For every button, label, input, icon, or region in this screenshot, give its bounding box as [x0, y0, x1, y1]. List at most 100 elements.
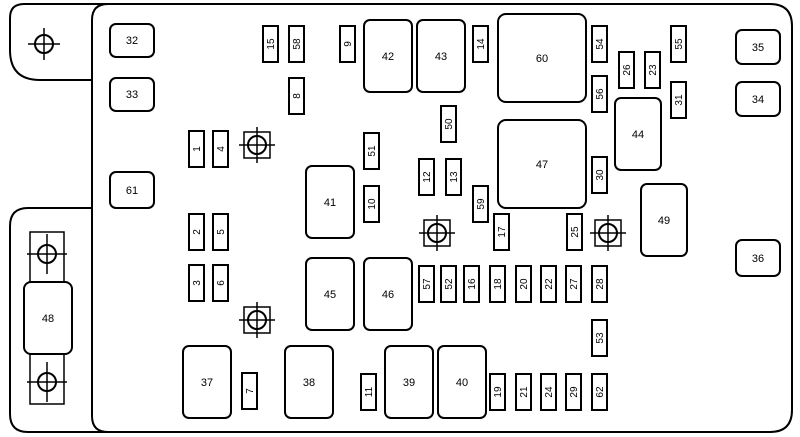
fuse-22-label: 22 — [544, 278, 555, 290]
fuse-23-label: 23 — [648, 64, 659, 76]
fuse-57: 57 — [418, 265, 435, 303]
fuse-14-label: 14 — [476, 38, 487, 50]
relay-47-label: 47 — [536, 159, 548, 171]
mounting-bolt — [28, 28, 60, 60]
fuse-59-label: 59 — [476, 198, 487, 210]
fuse-19: 19 — [489, 373, 506, 411]
relay-32-label: 32 — [126, 35, 138, 47]
fuse-15: 15 — [262, 25, 279, 63]
fuse-62-label: 62 — [595, 386, 606, 398]
relay-39-label: 39 — [403, 377, 415, 389]
fuse-4-label: 4 — [216, 146, 227, 152]
relay-43-label: 43 — [435, 51, 447, 63]
relay-61-label: 61 — [126, 185, 138, 197]
relay-44-label: 44 — [632, 129, 644, 141]
fuse-15-label: 15 — [266, 38, 277, 50]
fuse-51: 51 — [363, 132, 380, 170]
relay-40: 40 — [437, 345, 487, 419]
fuse-18: 18 — [489, 265, 506, 303]
relay-43: 43 — [416, 19, 466, 93]
relay-39: 39 — [384, 345, 434, 419]
fuse-21-label: 21 — [519, 386, 530, 398]
fuse-59: 59 — [472, 185, 489, 223]
relay-49-label: 49 — [658, 215, 670, 227]
fuse-12: 12 — [418, 158, 435, 196]
fuse-29-label: 29 — [569, 386, 580, 398]
fuse-19-label: 19 — [493, 386, 504, 398]
relay-37-label: 37 — [201, 377, 213, 389]
fuse-52: 52 — [440, 265, 457, 303]
fuse-7-label: 7 — [245, 388, 256, 394]
relay-35-label: 35 — [752, 42, 764, 54]
relay-48-label: 48 — [42, 313, 54, 325]
fuse-14: 14 — [472, 25, 489, 63]
fuse-58-label: 58 — [292, 38, 303, 50]
fuse-6: 6 — [212, 264, 229, 302]
fuse-9-label: 9 — [343, 41, 354, 47]
fuse-11: 11 — [360, 373, 377, 411]
fuse-22: 22 — [540, 265, 557, 303]
fuse-4: 4 — [212, 130, 229, 168]
relay-36: 36 — [735, 239, 781, 277]
fuse-5: 5 — [212, 213, 229, 251]
fuse-9: 9 — [339, 25, 356, 63]
fuse-23: 23 — [644, 51, 661, 89]
relay-37: 37 — [182, 345, 232, 419]
mounting-bolt — [419, 215, 455, 251]
fuse-8: 8 — [288, 77, 305, 115]
fuse-50-label: 50 — [444, 118, 455, 130]
relay-34: 34 — [735, 81, 781, 117]
mounting-bolt — [590, 215, 626, 251]
fuse-10-label: 10 — [367, 198, 378, 210]
fuse-3: 3 — [188, 264, 205, 302]
relay-35: 35 — [735, 29, 781, 65]
fuse-1-label: 1 — [192, 146, 203, 152]
mounting-bolt — [239, 302, 275, 338]
relay-42-label: 42 — [382, 51, 394, 63]
fuse-20-label: 20 — [519, 278, 530, 290]
relay-47: 47 — [497, 119, 587, 209]
fuse-24: 24 — [540, 373, 557, 411]
fuse-50: 50 — [440, 105, 457, 143]
fuse-30-label: 30 — [595, 169, 606, 181]
relay-32: 32 — [109, 23, 155, 58]
fuse-20: 20 — [515, 265, 532, 303]
fuse-2: 2 — [188, 213, 205, 251]
relay-60-label: 60 — [536, 53, 548, 65]
relay-45-label: 45 — [324, 289, 336, 301]
relay-42: 42 — [363, 19, 413, 93]
relay-38-label: 38 — [303, 377, 315, 389]
fuse-62: 62 — [591, 373, 608, 411]
fuse-26: 26 — [618, 51, 635, 89]
fuse-18-label: 18 — [493, 278, 504, 290]
fuse-58: 58 — [288, 25, 305, 63]
fuse-11-label: 11 — [364, 386, 375, 397]
relay-40-label: 40 — [456, 377, 468, 389]
fuse-56: 56 — [591, 75, 608, 113]
fuse-31: 31 — [670, 81, 687, 119]
fuse-2-label: 2 — [192, 229, 203, 235]
relay-41-label: 41 — [324, 197, 336, 209]
fuse-21: 21 — [515, 373, 532, 411]
fuse-16: 16 — [463, 265, 480, 303]
relay-44: 44 — [614, 97, 662, 171]
housing-outline — [9, 3, 793, 433]
fuse-6-label: 6 — [216, 280, 227, 286]
fuse-54: 54 — [591, 25, 608, 63]
fuse-53: 53 — [591, 319, 608, 357]
fuse-16-label: 16 — [467, 278, 478, 290]
fuse-7: 7 — [241, 372, 258, 410]
fuse-28-label: 28 — [595, 278, 606, 290]
relay-33-label: 33 — [126, 89, 138, 101]
fuse-54-label: 54 — [595, 38, 606, 50]
mounting-bolt — [239, 127, 275, 163]
relay-41: 41 — [305, 165, 355, 239]
fuse-13-label: 13 — [449, 171, 460, 183]
fuse-3-label: 3 — [192, 280, 203, 286]
relay-36-label: 36 — [752, 253, 764, 265]
fuse-28: 28 — [591, 265, 608, 303]
fuse-12-label: 12 — [422, 171, 433, 183]
relay-38: 38 — [284, 345, 334, 419]
